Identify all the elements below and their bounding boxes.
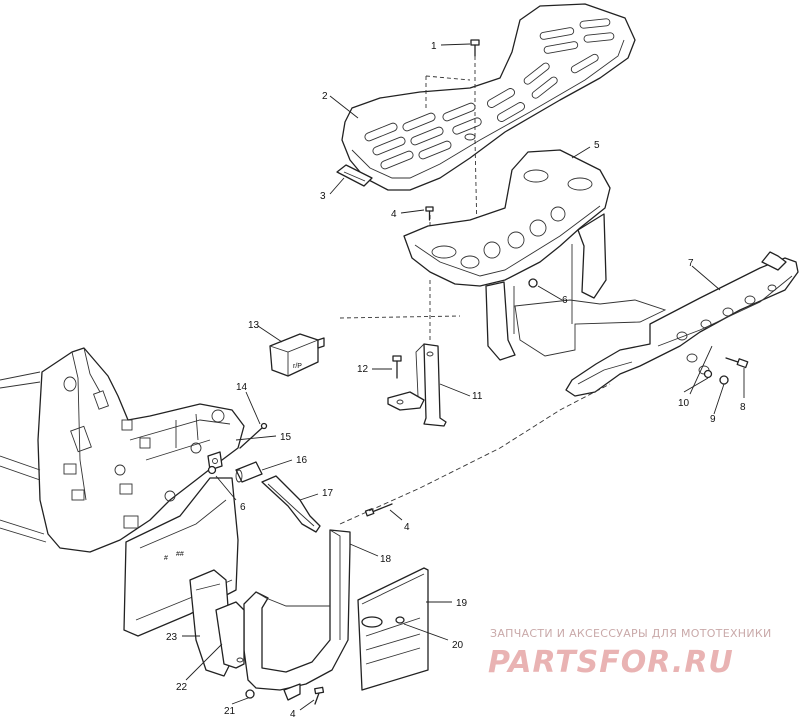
callout-7: 7 (688, 258, 694, 269)
callout-15: 15 (280, 432, 292, 443)
callout-14: 14 (236, 382, 248, 393)
callout-22: 22 (176, 682, 188, 693)
callout-21: 21 (224, 706, 236, 717)
callout-13: 13 (248, 320, 260, 331)
callout-2: 2 (322, 91, 328, 102)
nut-lower (207, 465, 217, 475)
auxiliary-box: r/P (269, 333, 325, 377)
callout-10: 10 (678, 398, 690, 409)
callout-4-middle: 4 (404, 522, 410, 533)
bolt-lower (314, 686, 325, 705)
callout-6-lower: 6 (240, 502, 246, 513)
callout-11: 11 (472, 391, 483, 402)
callout-8: 8 (740, 402, 746, 413)
frame-chassis (0, 347, 245, 553)
grommet (395, 616, 405, 624)
spacer-tube (235, 461, 263, 483)
leader-lines (182, 43, 745, 711)
callout-6-upper: 6 (562, 295, 568, 306)
guard-bracket (243, 529, 351, 701)
callout-5: 5 (594, 140, 600, 151)
clamp (207, 451, 223, 471)
callout-19: 19 (456, 598, 468, 609)
bolt-middle (364, 503, 393, 517)
callout-labels: 1 2 3 4 5 6 7 8 9 10 11 12 13 14 15 16 1… (166, 41, 746, 719)
watermark-tagline: ЗАПЧАСТИ И АКСЕССУАРЫ ДЛЯ МОТОТЕХНИКИ (490, 627, 772, 640)
svg-text:##: ## (176, 551, 184, 558)
bent-tube (261, 475, 321, 533)
callout-17: 17 (322, 488, 334, 499)
nut-upper (528, 278, 538, 288)
callout-18: 18 (380, 554, 392, 565)
bumper-nut (719, 375, 729, 385)
rack-support (403, 149, 611, 361)
splash-panel (357, 567, 429, 691)
svg-text:#: # (164, 555, 168, 562)
callout-4-upper: 4 (391, 209, 397, 220)
callout-16: 16 (296, 455, 308, 466)
callout-12: 12 (357, 364, 369, 375)
rack-bolt (470, 39, 480, 57)
svg-text:r/P: r/P (293, 363, 302, 370)
bolt-upper (425, 206, 434, 221)
callout-3: 3 (320, 191, 326, 202)
watermark: ЗАПЧАСТИ И АКСЕССУАРЫ ДЛЯ МОТОТЕХНИКИ PA… (488, 627, 772, 680)
plate-bracket (215, 601, 245, 669)
watermark-brand: PARTSFOR.RU (488, 645, 734, 680)
callout-23: 23 (166, 632, 178, 643)
callout-1: 1 (431, 41, 437, 52)
small-screw (239, 422, 268, 449)
reflector (336, 164, 373, 187)
bumper-bolt (725, 357, 749, 369)
callout-20: 20 (452, 640, 464, 651)
callout-9: 9 (710, 414, 716, 425)
bracket-bolt (392, 355, 402, 379)
bumper-washer (703, 369, 713, 379)
mount-bracket (387, 343, 447, 427)
front-bumper (565, 251, 799, 397)
washer-bottom (245, 689, 255, 699)
callout-4-lower: 4 (290, 709, 296, 719)
front-rack (341, 3, 636, 191)
